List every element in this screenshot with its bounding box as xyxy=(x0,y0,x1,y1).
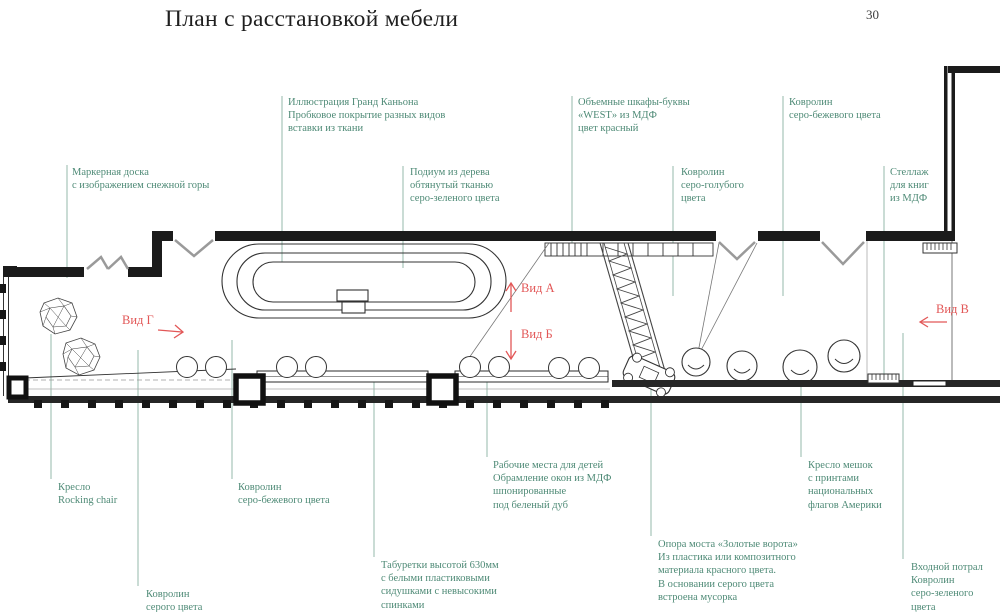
page-title: План с расстановкой мебели xyxy=(165,6,459,32)
annotation-podium: Подиум из дерева обтянутый тканью серо-з… xyxy=(410,167,500,205)
window-mullions xyxy=(34,400,609,408)
diagonal-guide xyxy=(461,242,550,369)
view-label-v: Вид В xyxy=(936,302,969,316)
bottom-wall xyxy=(8,396,1000,403)
ramp-edge xyxy=(24,368,237,379)
bean-bag xyxy=(726,350,758,382)
column xyxy=(426,373,459,406)
annotation-carpet-beige-bottom: Ковролин серо-бежевого цвета xyxy=(238,482,330,507)
bean-bag xyxy=(681,347,711,377)
leader-lines xyxy=(50,96,904,586)
annotation-carpet-beige-top: Ковролин серо-бежевого цвета xyxy=(789,97,881,122)
stool xyxy=(459,356,481,378)
view-label-b: Вид Б xyxy=(521,327,553,341)
walls xyxy=(3,66,1000,403)
door-icon xyxy=(821,241,865,266)
view-b-arrow xyxy=(505,330,517,361)
polyhedron-rock xyxy=(39,297,78,335)
annotation-grand-canyon: Иллюстрация Гранд Каньона Пробковое покр… xyxy=(288,97,446,135)
door-icon xyxy=(174,239,214,258)
stools-row xyxy=(176,356,600,379)
annotation-stools: Табуретки высотой 630мм с белыми пластик… xyxy=(381,560,499,611)
golden-gate-bridge xyxy=(599,242,676,398)
door-icon xyxy=(718,241,756,261)
entrance-wall xyxy=(612,380,1000,387)
view-label-a: Вид А xyxy=(521,281,555,295)
bookshelf-top-right xyxy=(922,242,958,254)
annotation-bean-bag: Кресло мешок с принтами национальных фла… xyxy=(808,460,882,511)
stool xyxy=(176,356,198,378)
entrance-mat xyxy=(912,380,947,387)
bean-bag-chairs xyxy=(681,339,861,385)
stool xyxy=(276,356,298,378)
annotation-rocking-chair: Кресло Rocking chair xyxy=(58,482,118,507)
view-label-g: Вид Г xyxy=(122,313,154,327)
door-symbols xyxy=(86,239,865,270)
rock-seats xyxy=(39,297,101,376)
corner-column xyxy=(6,375,29,400)
stool xyxy=(578,357,600,379)
annotation-marker-board: Маркерная доска с изображением снежной г… xyxy=(72,167,210,192)
annotation-bridge-support: Опора моста «Золотые ворота» Из пластика… xyxy=(658,539,798,603)
stool xyxy=(548,357,570,379)
view-a-arrow xyxy=(505,281,517,312)
columns xyxy=(233,373,459,406)
column xyxy=(233,373,266,406)
annotation-entrance-portal: Входной потрал Ковролин серо-зеленого цв… xyxy=(911,562,983,612)
view-arrows xyxy=(157,281,947,361)
view-g-arrow xyxy=(157,324,185,339)
left-window-wall xyxy=(0,277,29,400)
annotation-carpet-blue: Ковролин серо-голубого цвета xyxy=(681,167,744,205)
polyhedron-rock xyxy=(62,337,101,376)
bookshelf-symbols xyxy=(867,242,958,387)
annotation-west-shelves: Объемные шкафы-буквы «WEST» из МДФ цвет … xyxy=(578,97,690,135)
stool xyxy=(305,356,327,378)
bridge-tower-footing xyxy=(622,352,676,398)
floor-lines xyxy=(8,241,953,390)
door-icon xyxy=(86,255,110,270)
annotation-bookshelf: Стеллаж для книг из МДФ xyxy=(890,167,929,205)
bookshelf-bottom-right xyxy=(867,373,900,384)
stool xyxy=(205,356,227,378)
annotation-kids-workplaces: Рабочие места для детей Обрамление окон … xyxy=(493,460,612,511)
bean-bag xyxy=(782,349,818,385)
west-shelf-band xyxy=(544,242,714,257)
page-number: 30 xyxy=(866,7,879,22)
stool xyxy=(488,356,510,378)
bean-bag xyxy=(827,339,861,373)
podium-steps xyxy=(336,289,369,314)
annotation-carpet-gray: Ковролин серого цвета xyxy=(146,589,203,612)
door-icon xyxy=(107,255,130,270)
view-v-arrow xyxy=(918,316,947,328)
podium-oval-table xyxy=(221,243,507,319)
